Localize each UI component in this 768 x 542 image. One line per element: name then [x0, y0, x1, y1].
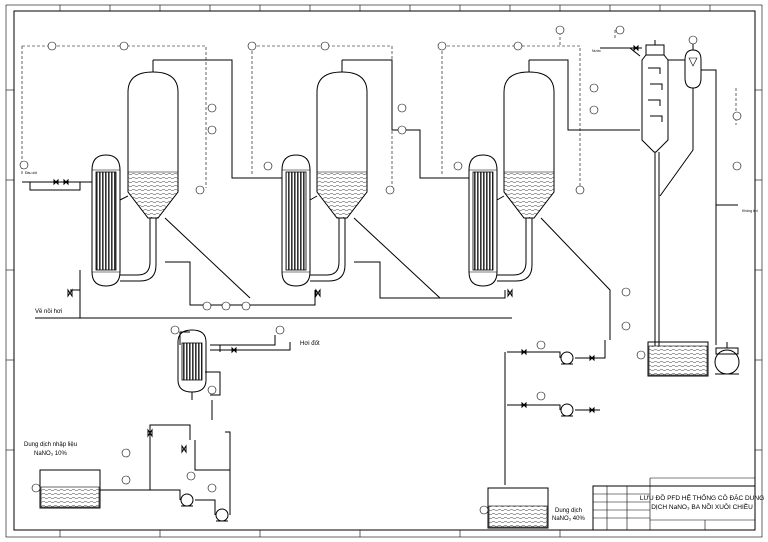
label-khong-khi: Không khí [742, 209, 758, 213]
evaporator-1 [91, 60, 179, 287]
pumps [180, 351, 574, 522]
label-dau-doi: Đầu dối [25, 171, 37, 175]
frame-ticks [6, 5, 762, 537]
process-piping [22, 181, 611, 515]
heater-tubes-1 [95, 171, 117, 271]
vacuum-pump [714, 342, 740, 375]
barometric-condenser [600, 40, 738, 346]
title-line-1: LƯU ĐỒ PFD HỆ THỐNG CÔ ĐẶC DUNG [640, 492, 764, 502]
evaporator-3 [468, 60, 555, 287]
label-ve-noi-hoi: Về nồi hơi [35, 309, 62, 315]
label-hoi-dot: Hơi đốt [300, 341, 320, 347]
label-product-concentration: NaNO₃ 40% [552, 516, 585, 522]
inner-frame [13, 10, 756, 531]
label-nuoc: Nước [592, 49, 601, 53]
control-loops [21, 30, 737, 188]
barometric-tank [647, 341, 709, 377]
title-line-2: DỊCH NaNO₃ BA NỒI XUÔI CHIỀU [651, 501, 753, 511]
title-block [592, 477, 756, 531]
product-tank [487, 487, 549, 529]
evaporator-2 [281, 60, 368, 287]
instruments [19, 25, 742, 515]
label-product-solution: Dung dịch [555, 508, 582, 514]
outer-frame [5, 4, 763, 538]
vapour-lines [153, 47, 641, 179]
heater-tubes-2 [285, 171, 307, 271]
feed-tank [39, 469, 101, 509]
preheater [177, 329, 221, 420]
label-feed-concentration: NaNO₃ 10% [34, 451, 67, 457]
label-feed-solution: Dung dịch nhập liệu [24, 442, 77, 448]
valves [53, 44, 639, 454]
heater-tubes-3 [472, 171, 494, 271]
